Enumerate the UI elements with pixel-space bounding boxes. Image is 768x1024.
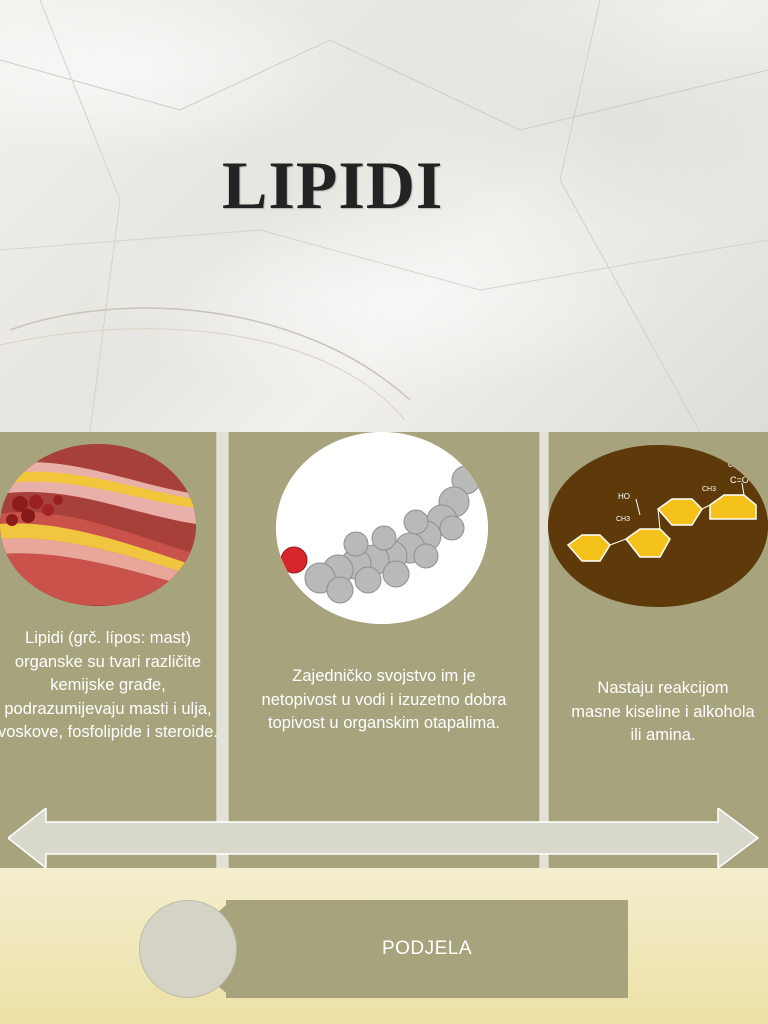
paper-creases (0, 0, 768, 432)
paper-background: LIPIDI (0, 0, 768, 432)
panel-text-formation: Nastaju reakcijom masne kiseline i alkoh… (571, 679, 755, 744)
steroid-structure-image: HO CH3 CH3 CH2 C=O (548, 445, 768, 607)
podjela-circle-marker (139, 900, 237, 998)
label-ho: HO (618, 492, 630, 501)
label-ch3-left: CH3 (616, 516, 630, 523)
podjela-label: PODJELA (381, 938, 473, 959)
molecule-chain-image (276, 432, 488, 624)
podjela-button[interactable]: PODJELA (226, 900, 628, 998)
label-co: C=O (730, 475, 749, 485)
double-arrow-icon (8, 808, 760, 868)
artery-plaque-image (0, 444, 196, 606)
page-title: LIPIDI (222, 147, 444, 223)
panel-text-property: Zajedničko svojstvo im je netopivost u v… (261, 667, 507, 732)
panel-text-definition: Lipidi (grč. lípos: mast) organske su tv… (0, 629, 219, 741)
label-ch3-right: CH3 (702, 486, 716, 493)
